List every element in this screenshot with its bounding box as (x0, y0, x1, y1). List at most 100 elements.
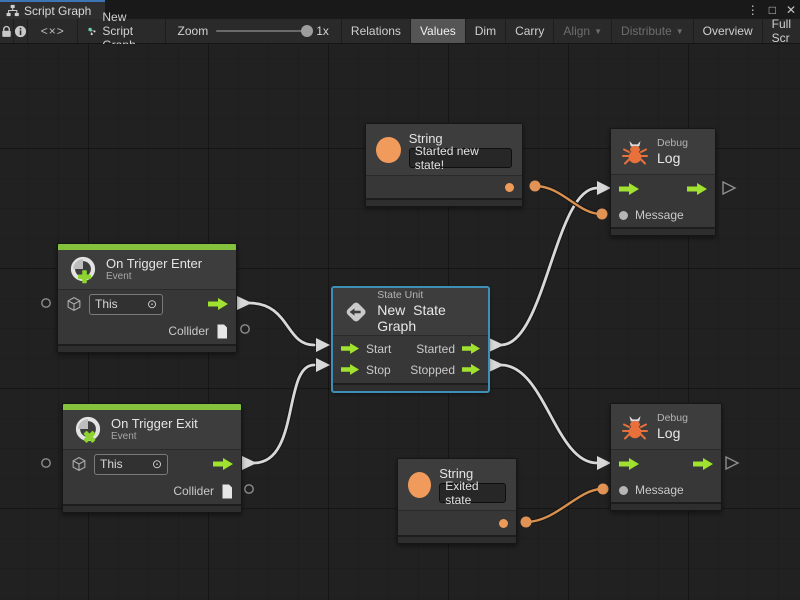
window-close-icon[interactable]: ✕ (785, 2, 796, 17)
node-kind: Debug (657, 137, 688, 149)
window-menu-icon[interactable]: ⋮ (746, 2, 759, 17)
string-output-port[interactable] (499, 518, 508, 528)
relations-toggle[interactable]: Relations (340, 19, 410, 43)
stop-input-label: Stop (366, 362, 391, 377)
flow-output-port[interactable] (213, 458, 233, 470)
info-button[interactable] (14, 19, 29, 43)
start-input-label: Start (366, 341, 392, 356)
node-title: Log (657, 150, 681, 166)
chevron-down-icon: ▼ (675, 26, 684, 36)
script-graph-icon (88, 27, 96, 35)
node-footer (398, 535, 516, 543)
value-wires (524, 184, 604, 524)
string-value-field[interactable]: Started new state! (408, 144, 512, 172)
stop-input-port[interactable] (341, 364, 359, 375)
collider-output-label: Collider (168, 324, 209, 338)
node-kind: State Unit (377, 289, 424, 301)
string-output-port[interactable] (505, 182, 514, 192)
align-dropdown[interactable]: Align ▼ (553, 19, 611, 43)
gameobject-cube-icon (67, 296, 81, 312)
object-picker-icon[interactable]: ⊙ (151, 457, 162, 471)
node-title: On Trigger Exit (111, 416, 198, 431)
collider-type-icon[interactable] (216, 324, 228, 339)
node-footer (58, 344, 236, 352)
value-wire-endpoints (520, 180, 609, 528)
node-string-exited[interactable]: String Exited state (397, 458, 517, 544)
fullscreen-button[interactable]: Full Scr (761, 17, 800, 45)
this-object-field[interactable]: This ⊙ (89, 293, 163, 315)
string-type-icon (376, 136, 401, 163)
values-toggle[interactable]: Values (409, 19, 465, 43)
started-output-label: Started (416, 341, 455, 356)
node-title: String (408, 131, 443, 146)
stopped-output-port[interactable] (462, 364, 480, 375)
collider-output-label: Collider (173, 484, 214, 498)
tab-script-graph[interactable]: Script Graph (0, 0, 106, 19)
zoom-label: Zoom (177, 24, 209, 38)
node-on-trigger-enter[interactable]: On Trigger Enter Event This ⊙ Collider (57, 243, 237, 353)
gameobject-cube-icon (72, 456, 86, 472)
started-output-port[interactable] (462, 343, 480, 354)
node-footer (333, 383, 488, 391)
lock-icon (2, 25, 11, 37)
distribute-dropdown[interactable]: Distribute ▼ (611, 19, 693, 43)
message-input-port[interactable] (619, 485, 628, 495)
node-on-trigger-exit[interactable]: On Trigger Exit Event This ⊙ Collider (62, 403, 242, 513)
node-title: Log (657, 425, 681, 441)
this-object-field[interactable]: This ⊙ (94, 453, 168, 475)
node-footer (611, 227, 715, 235)
flow-input-port[interactable] (619, 183, 639, 195)
object-picker-icon[interactable]: ⊙ (146, 297, 157, 311)
carry-toggle[interactable]: Carry (505, 19, 553, 43)
node-debug-log-bottom[interactable]: Debug Log Message (610, 403, 722, 511)
flow-input-port[interactable] (619, 458, 639, 470)
window-maximize-icon[interactable]: □ (768, 2, 776, 17)
start-input-port[interactable] (341, 343, 359, 354)
lock-button[interactable] (0, 19, 15, 43)
message-input-label: Message (635, 208, 684, 222)
flow-output-port[interactable] (208, 298, 228, 310)
stopped-output-label: Stopped (410, 362, 455, 377)
dim-toggle[interactable]: Dim (464, 19, 505, 43)
tab-bar: Script Graph ⋮ □ ✕ (0, 0, 800, 19)
debug-bug-icon (622, 415, 648, 439)
tab-title: Script Graph (24, 3, 92, 18)
message-input-label: Message (635, 483, 684, 497)
flow-output-port[interactable] (687, 183, 707, 195)
zoom-slider-handle[interactable] (301, 25, 314, 37)
graph-tab-icon (6, 4, 19, 17)
node-footer (611, 502, 721, 510)
node-state-unit[interactable]: State Unit New State Graph Start Started… (332, 287, 489, 392)
node-string-started[interactable]: String Started new state! (365, 123, 523, 207)
node-debug-log-top[interactable]: Debug Log Message (610, 128, 716, 236)
string-type-icon (408, 471, 432, 498)
chevron-down-icon: ▼ (594, 26, 603, 36)
node-subtitle: Event (106, 271, 132, 282)
trigger-exit-icon (75, 416, 101, 443)
node-subtitle: Event (111, 431, 137, 442)
graph-selector[interactable]: New Script Graph (78, 10, 166, 52)
node-footer (63, 504, 241, 512)
collider-type-icon[interactable] (221, 484, 233, 499)
message-input-port[interactable] (619, 210, 628, 220)
code-preview-button[interactable]: <×> (28, 19, 79, 43)
zoom-control: Zoom 1x (166, 19, 341, 43)
zoom-slider[interactable] (216, 25, 314, 37)
graph-canvas[interactable]: On Trigger Enter Event This ⊙ Collider (0, 44, 800, 600)
node-title: String (439, 466, 474, 481)
node-kind: Debug (657, 412, 688, 424)
debug-bug-icon (622, 140, 648, 164)
node-title: On Trigger Enter (106, 256, 203, 271)
zoom-value: 1x (316, 24, 329, 38)
string-value-field[interactable]: Exited state (439, 479, 506, 507)
node-title: New State Graph (377, 302, 446, 334)
info-icon (15, 25, 27, 37)
state-unit-icon (346, 302, 366, 321)
flow-output-port[interactable] (693, 458, 713, 470)
trigger-enter-icon (70, 256, 96, 283)
overview-button[interactable]: Overview (692, 19, 762, 43)
graph-toolbar: <×> New Script Graph Zoom 1x Relations V… (0, 10, 800, 52)
node-footer (366, 198, 522, 206)
event-color-bar (63, 404, 241, 410)
event-color-bar (58, 244, 236, 250)
